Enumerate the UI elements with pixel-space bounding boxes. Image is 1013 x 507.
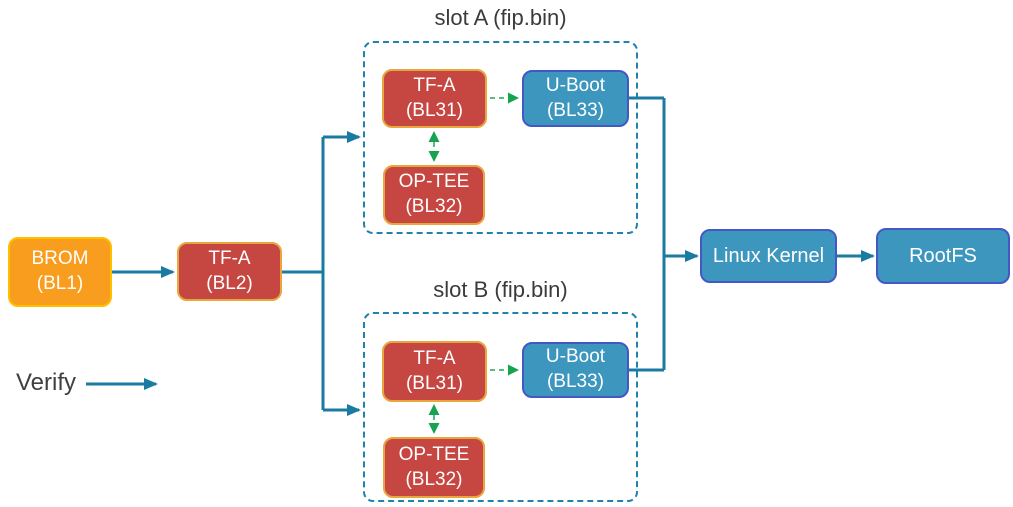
slot-a-container — [363, 41, 638, 234]
node-brom-line2: (BL1) — [36, 273, 84, 294]
node-uboot-a-line2: (BL33) — [546, 99, 605, 121]
node-uboot-a-line1: U-Boot — [545, 74, 606, 96]
node-brom-line1: BROM — [31, 248, 89, 270]
node-optee-a-line2: (BL32) — [405, 196, 463, 217]
slot-a-title: slot A (fip.bin) — [434, 5, 567, 30]
node-tfa-bl31-slot-a: TF-A (BL31) — [382, 69, 487, 128]
slot-b-title: slot B (fip.bin) — [433, 277, 568, 302]
node-tfa-bl31-b-line1: TF-A — [413, 347, 456, 369]
node-tfa-bl31-a-line1: TF-A — [413, 74, 456, 96]
node-optee-bl32-slot-a: OP-TEE (BL32) — [383, 165, 485, 225]
verify-legend-label: Verify — [16, 369, 77, 396]
node-brom-bl1: BROM (BL1) — [8, 237, 112, 307]
node-tfa-bl2-line2: (BL2) — [206, 272, 253, 294]
node-uboot-bl33-slot-b: U-Boot (BL33) — [522, 342, 629, 398]
node-optee-a-line1: OP-TEE — [398, 171, 470, 193]
node-uboot-b-line1: U-Boot — [545, 346, 606, 368]
node-optee-bl32-slot-b: OP-TEE (BL32) — [383, 437, 485, 498]
node-tfa-bl31-slot-b: TF-A (BL31) — [382, 341, 487, 402]
node-linux-kernel: Linux Kernel — [700, 229, 837, 283]
node-rootfs: RootFS — [876, 228, 1010, 284]
node-tfa-bl31-a-line2: (BL31) — [405, 99, 464, 121]
node-rootfs-label: RootFS — [909, 245, 977, 267]
node-linux-kernel-label: Linux Kernel — [712, 245, 825, 267]
node-tfa-bl2-line1: TF-A — [208, 247, 251, 269]
slot-b-container — [363, 312, 638, 502]
node-tfa-bl31-b-line2: (BL31) — [405, 372, 464, 394]
node-tfa-bl2: TF-A (BL2) — [177, 242, 282, 301]
node-optee-b-line2: (BL32) — [405, 468, 463, 490]
node-optee-b-line1: OP-TEE — [398, 443, 470, 465]
node-uboot-b-line2: (BL33) — [546, 371, 605, 392]
node-uboot-bl33-slot-a: U-Boot (BL33) — [522, 70, 629, 127]
